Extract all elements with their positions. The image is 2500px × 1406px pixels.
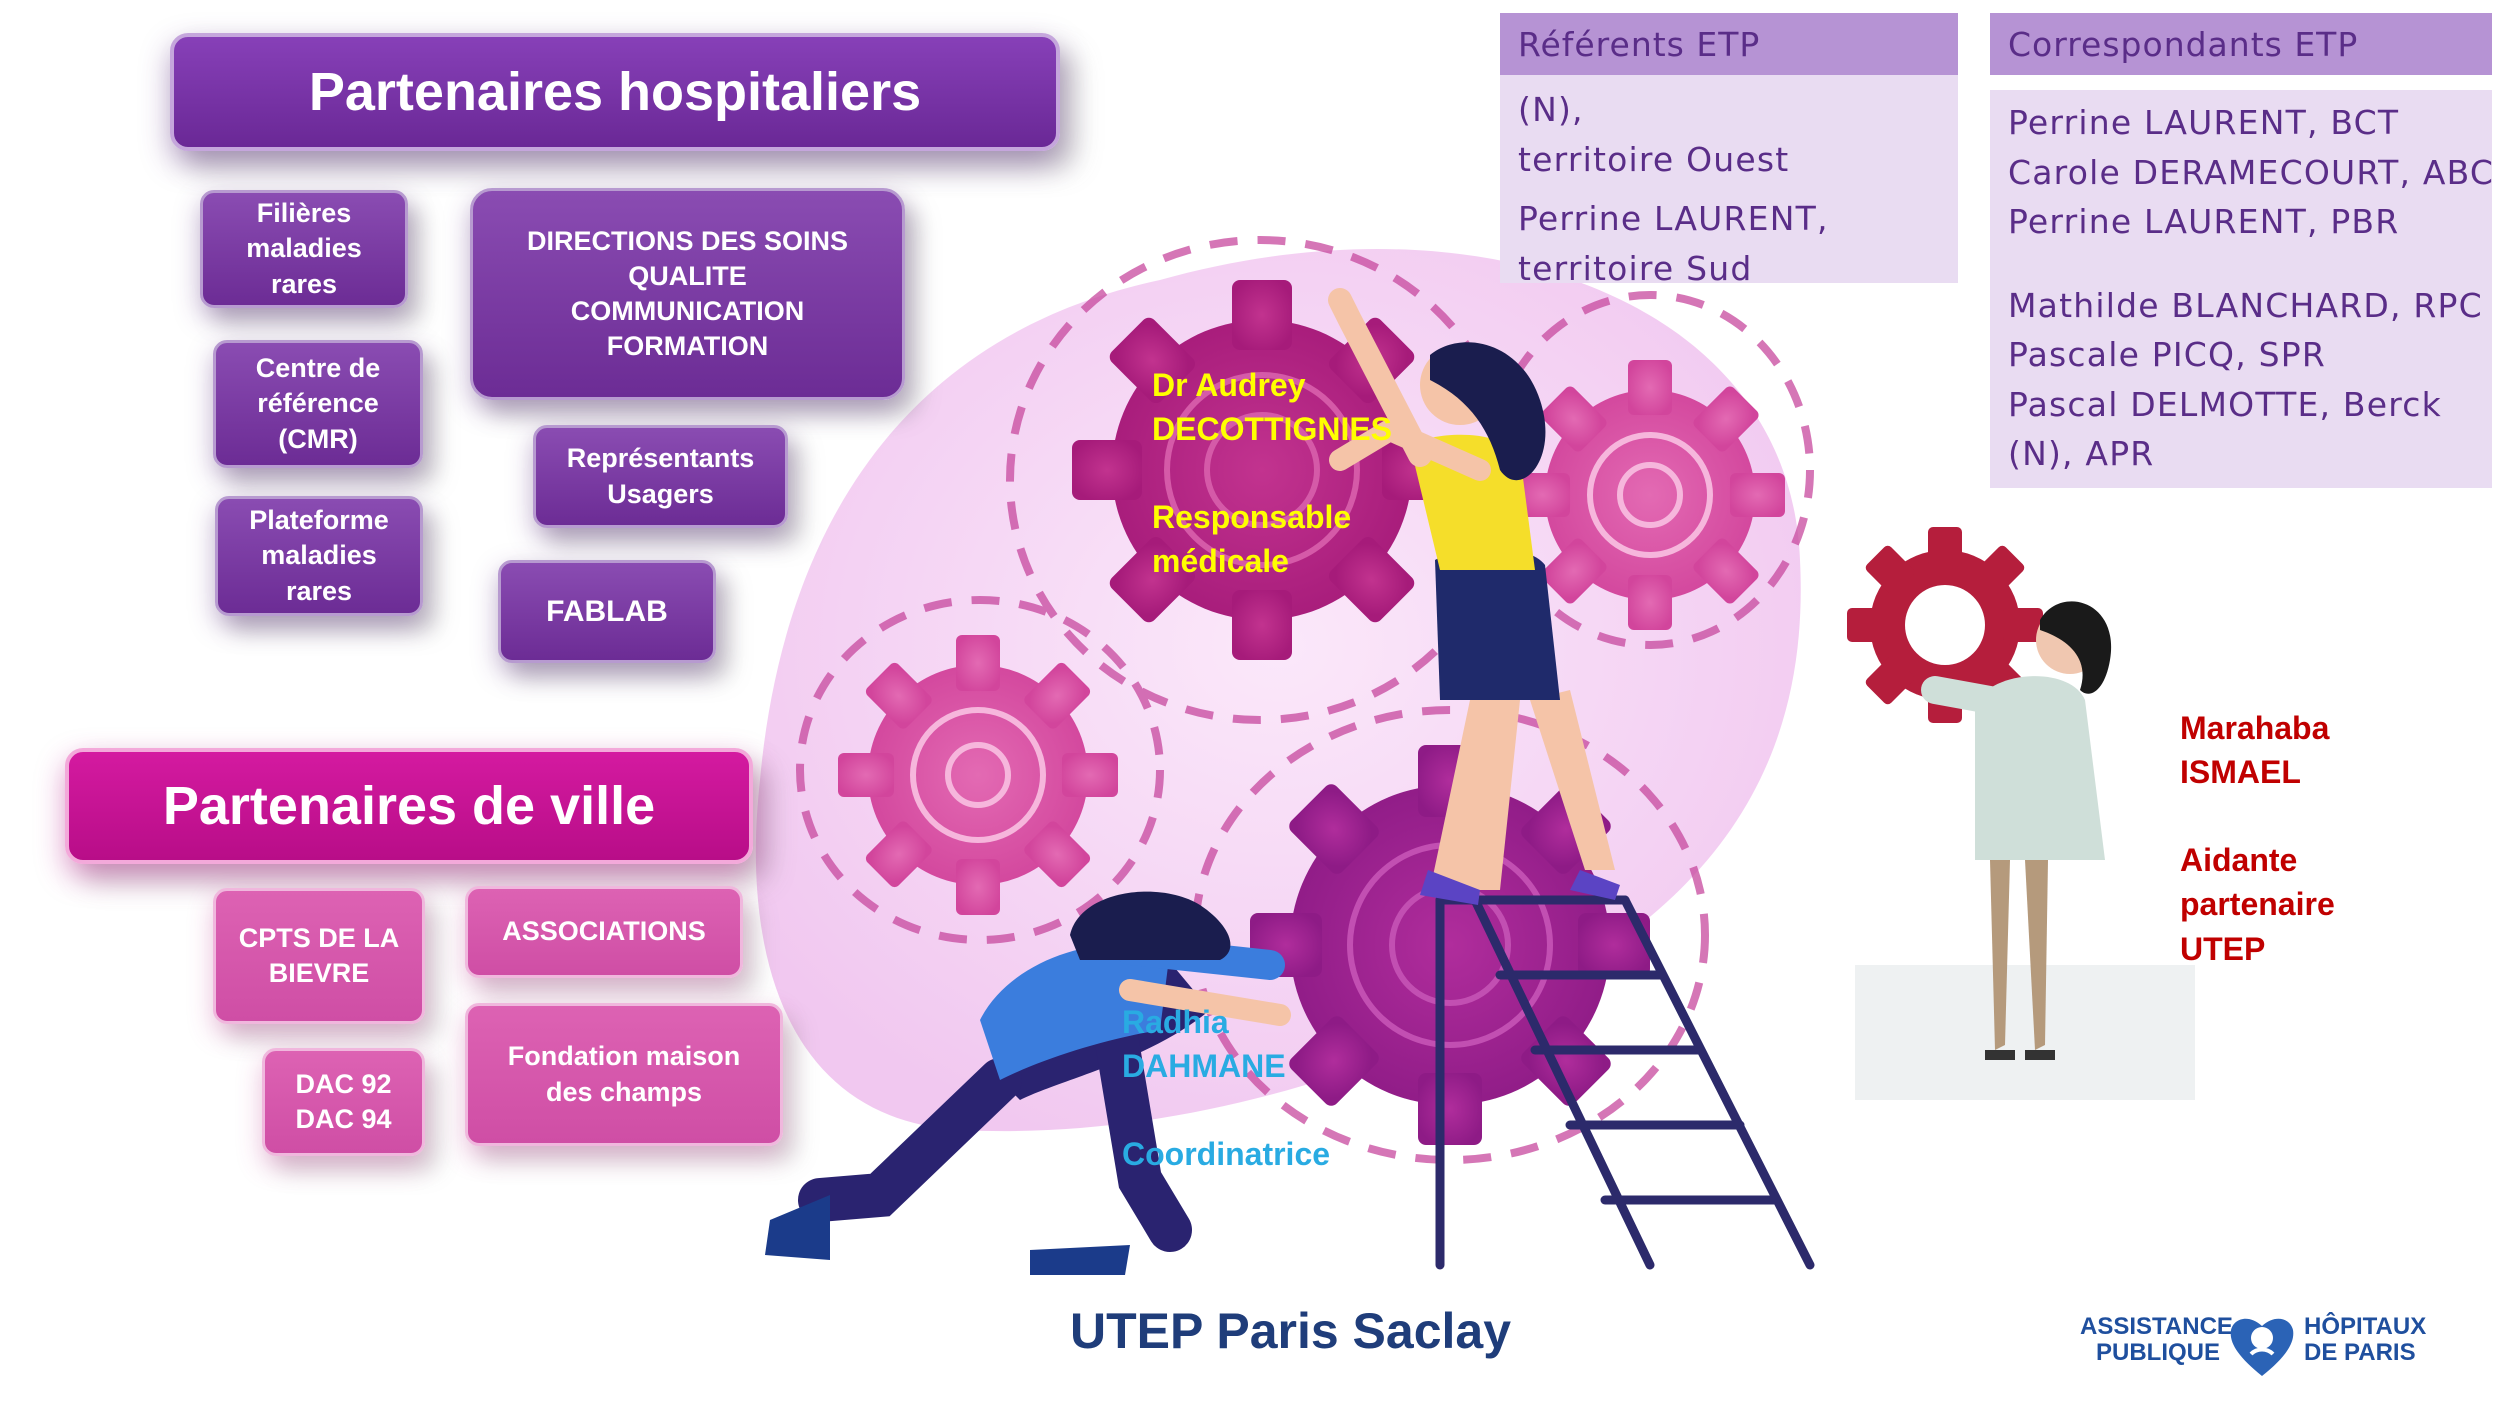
centre-reference-box: Centre de référence (CMR) (213, 340, 423, 468)
plateforme-box: Plateforme maladies rares (215, 496, 423, 616)
hospital-partners-title: Partenaires hospitaliers (170, 33, 1060, 151)
cpts-line-2: BIEVRE (268, 958, 370, 988)
directions-line-2: QUALITE (628, 260, 747, 291)
filieres-line-1: Filières (256, 198, 352, 229)
caregiver-label: Marahaba ISMAEL Aidante partenaire UTEP (2180, 706, 2335, 971)
dac-box: DAC 92 DAC 94 (262, 1048, 425, 1156)
representants-line-2: Usagers (607, 478, 714, 509)
gear-icon (1515, 360, 1785, 630)
correspondant-line: Carole DERAMECOURT, ABC (2008, 152, 2495, 192)
caregiver-role-3: UTEP (2180, 930, 2266, 967)
correspondants-header: Correspondants ETP (1990, 13, 2492, 75)
medical-lead-role-2: médicale (1152, 543, 1289, 580)
caregiver-name-1: Marahaba (2180, 710, 2330, 746)
representants-box: Représentants Usagers (533, 425, 788, 528)
correspondant-line: Pascal DELMOTTE, Berck (2008, 384, 2442, 424)
referents-header: Référents ETP (1500, 13, 1958, 75)
centre-reference-line-3: (CMR) (278, 423, 358, 454)
directions-line-1: DIRECTIONS DES SOINS (526, 225, 849, 256)
city-partners-title: Partenaires de ville (65, 748, 753, 864)
referent-line: territoire Sud (1518, 248, 1753, 288)
gear-icon (1072, 280, 1452, 660)
correspondant-line: (N), APR (2008, 434, 2155, 473)
woman-on-ladder (1328, 288, 1620, 905)
fablab-label: FABLAB (546, 595, 668, 628)
caregiver-role-1: Aidante (2180, 842, 2298, 879)
correspondant-line: Perrine LAURENT, PBR (2008, 202, 2400, 241)
medical-lead-role-1: Responsable (1152, 499, 1352, 536)
fondation-box: Fondation maison des champs (465, 1003, 783, 1146)
centre-reference-line-2: référence (257, 388, 379, 419)
correspondants-panel: Perrine LAURENT, BCT Carole DERAMECOURT,… (1990, 90, 2495, 488)
centre-reference-line-1: Centre de (255, 353, 381, 384)
correspondants-header-text: Correspondants ETP (2008, 24, 2359, 64)
correspondant-line: Perrine LAURENT, BCT (2008, 103, 2400, 142)
plateforme-line-2: maladies (261, 540, 377, 571)
correspondant-line: Pascale PICQ, SPR (2008, 335, 2326, 374)
referent-line: Perrine LAURENT, (1518, 199, 1829, 238)
aphp-logo-right-2: DE PARIS (2304, 1338, 2416, 1366)
aphp-logo-right-1: HÔPITAUX (2304, 1313, 2427, 1340)
plateforme-line-1: Plateforme (249, 505, 389, 536)
caregiver-role-2: partenaire (2180, 886, 2335, 923)
cpts-box: CPTS DE LA BIEVRE (213, 888, 425, 1024)
hospital-partners-title-text: Partenaires hospitaliers (308, 61, 922, 122)
medical-lead-label: Dr Audrey DECOTTIGNIES Responsable médic… (1152, 363, 1392, 584)
dac-line-1: DAC 92 (295, 1068, 392, 1099)
coordinator-role: Coordinatrice (1122, 1136, 1331, 1173)
coordinator-label: Radhia DAHMANE Coordinatrice (1122, 1000, 1330, 1176)
aphp-logo-left-1: ASSISTANCE (2080, 1313, 2233, 1340)
fondation-line-2: des champs (545, 1076, 703, 1107)
plateforme-line-3: rares (285, 575, 353, 606)
associations-label: ASSOCIATIONS (502, 916, 706, 947)
fablab-box: FABLAB (498, 560, 716, 663)
caregiver-name-2: ISMAEL (2180, 754, 2301, 791)
gear-icon (838, 635, 1118, 915)
filieres-box: Filières maladies rares (200, 190, 408, 308)
filieres-line-3: rares (270, 268, 338, 299)
referent-line: (N), (1518, 90, 1584, 129)
directions-box: DIRECTIONS DES SOINS QUALITE COMMUNICATI… (470, 188, 905, 400)
aphp-logo-left: ASSISTANCE PUBLIQUE (2080, 1313, 2233, 1366)
cpts-line-1: CPTS DE LA (238, 922, 400, 953)
referents-panel: (N), territoire Ouest Perrine LAURENT, t… (1500, 75, 1958, 288)
dac-line-2: DAC 94 (295, 1104, 392, 1134)
woman-pushing (765, 891, 1291, 1275)
medical-lead-name-2: DECOTTIGNIES (1152, 411, 1393, 448)
aphp-logo-right: HÔPITAUX DE PARIS (2304, 1314, 2454, 1366)
caregiver-backdrop (1855, 965, 2195, 1100)
gear-icon (1847, 527, 2043, 723)
directions-line-4: FORMATION (606, 331, 769, 362)
correspondant-line: Mathilde BLANCHARD, RPC (2008, 285, 2483, 325)
medical-lead-name-1: Dr Audrey (1152, 367, 1306, 403)
coordinator-name-1: Radhia (1122, 1004, 1229, 1040)
ladder (1435, 895, 1815, 1270)
representants-line-1: Représentants (566, 443, 755, 474)
filieres-line-2: maladies (246, 233, 362, 264)
footer-title: UTEP Paris Saclay (1070, 1303, 1512, 1359)
aphp-logo-left-2: PUBLIQUE (2095, 1338, 2220, 1366)
referent-line: territoire Ouest (1518, 139, 1790, 179)
city-partners-title-text: Partenaires de ville (162, 775, 656, 836)
fondation-line-1: Fondation maison (507, 1041, 741, 1072)
associations-box: ASSOCIATIONS (465, 886, 743, 978)
heart-icon (2230, 1318, 2294, 1376)
caregiver (1847, 527, 2112, 1060)
aphp-logo: ASSISTANCE PUBLIQUE HÔPITAUX DE PARIS (2080, 1310, 2450, 1382)
coordinator-name-2: DAHMANE (1122, 1048, 1286, 1085)
referents-header-text: Référents ETP (1518, 24, 1761, 64)
directions-line-3: COMMUNICATION (570, 296, 805, 326)
